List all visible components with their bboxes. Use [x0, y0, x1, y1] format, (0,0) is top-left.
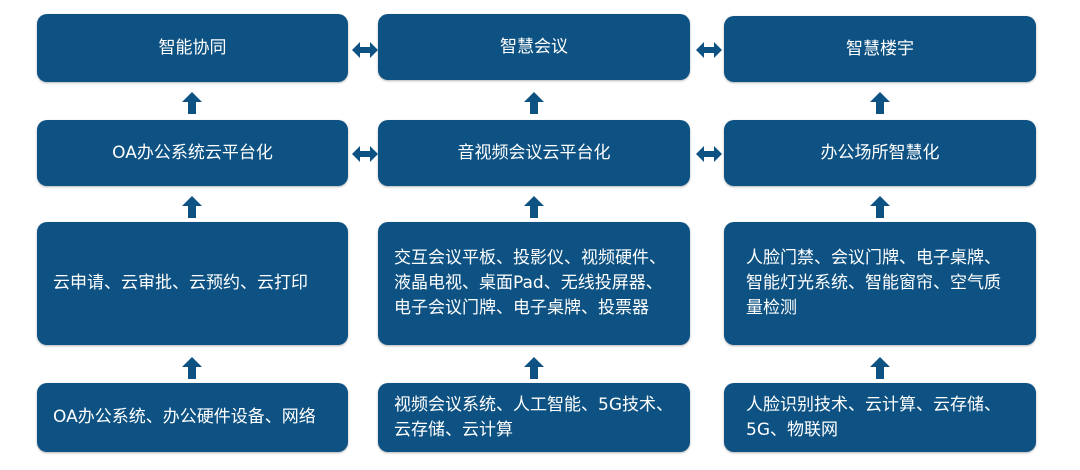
bidirectional-arrow-icon [696, 146, 722, 162]
box-meeting-devices: 交互会议平板、投影仪、视频硬件、液晶电视、桌面Pad、无线投屏器、电子会议门牌、… [378, 222, 690, 345]
up-arrow-icon [182, 92, 202, 114]
bidirectional-arrow-icon [696, 42, 722, 58]
up-arrow-icon [182, 357, 202, 379]
box-meeting-base: 视频会议系统、人工智能、5G技术、云存储、云计算 [378, 383, 690, 452]
box-oa-apps: 云申请、云审批、云预约、云打印 [37, 222, 348, 345]
box-building-base: 人脸识别技术、云计算、云存储、5G、物联网 [724, 383, 1036, 452]
box-oa-cloud: OA办公系统云平台化 [37, 120, 348, 186]
box-office-smart: 办公场所智慧化 [724, 120, 1036, 186]
up-arrow-icon [870, 196, 890, 218]
box-av-cloud: 音视频会议云平台化 [378, 120, 690, 186]
bidirectional-arrow-icon [352, 42, 378, 58]
box-smart-collaboration: 智能协同 [37, 14, 348, 82]
box-smart-building: 智慧楼宇 [724, 16, 1036, 82]
up-arrow-icon [524, 357, 544, 379]
box-oa-base: OA办公系统、办公硬件设备、网络 [37, 383, 348, 452]
up-arrow-icon [182, 196, 202, 218]
up-arrow-icon [870, 92, 890, 114]
box-smart-meeting: 智慧会议 [378, 14, 690, 80]
up-arrow-icon [870, 357, 890, 379]
up-arrow-icon [524, 92, 544, 114]
bidirectional-arrow-icon [352, 146, 378, 162]
box-building-devices: 人脸门禁、会议门牌、电子桌牌、智能灯光系统、智能窗帘、空气质量检测 [724, 222, 1036, 345]
up-arrow-icon [524, 196, 544, 218]
